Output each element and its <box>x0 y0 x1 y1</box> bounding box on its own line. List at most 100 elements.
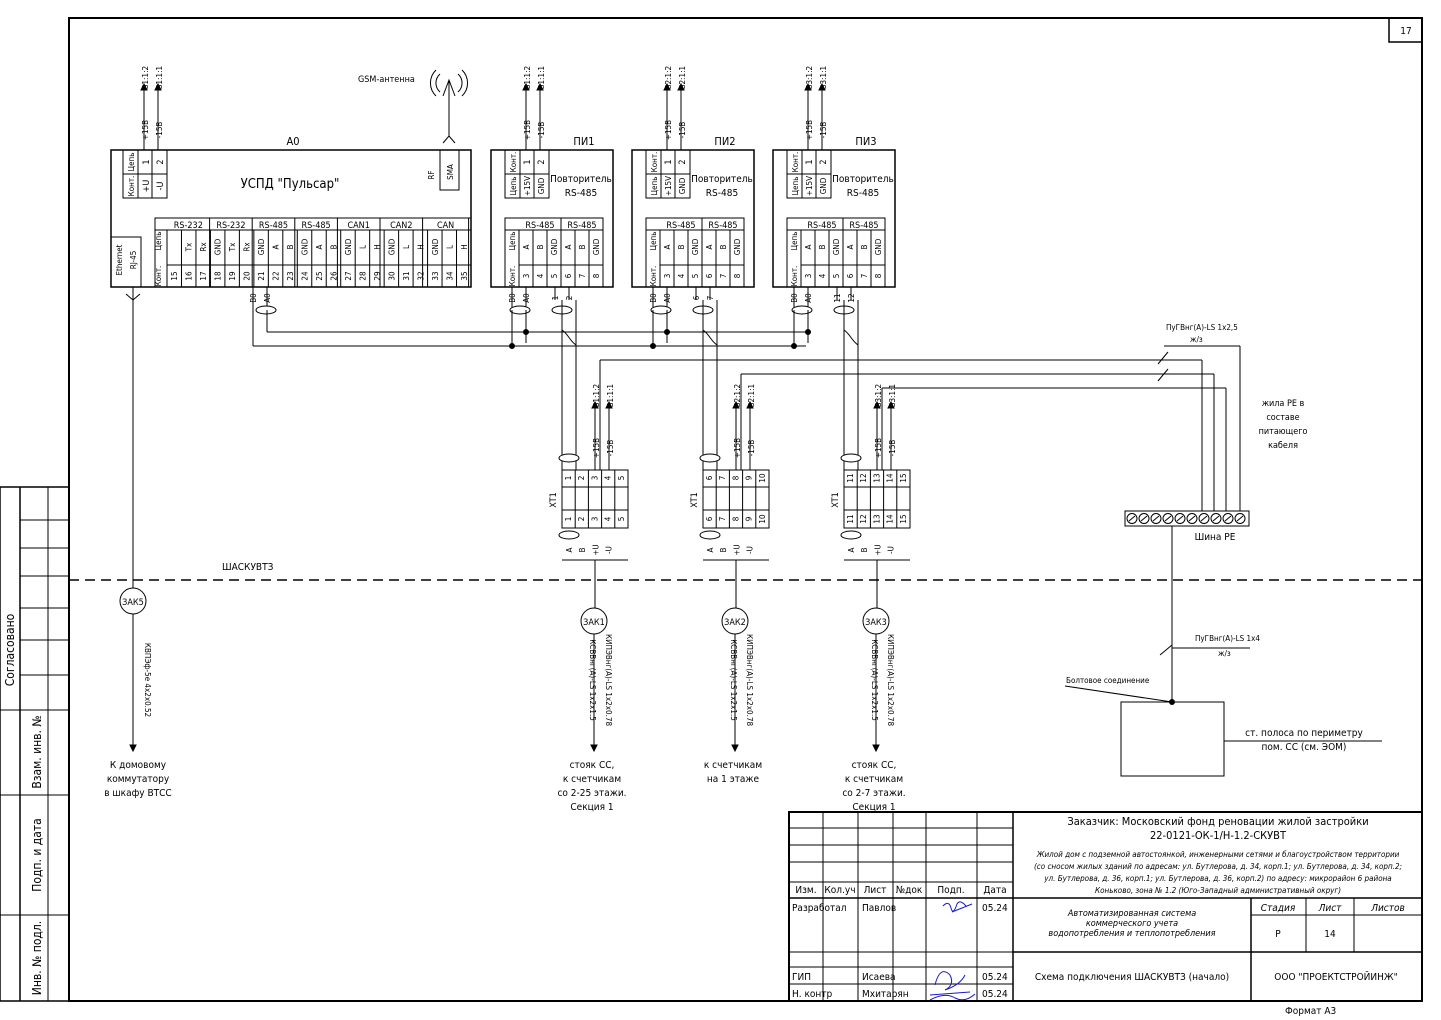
cable-destination: к счетчикам <box>704 760 762 771</box>
terminal-bottom-label: B <box>860 547 869 552</box>
iface-label: CAN2 <box>390 221 412 231</box>
bolt-slot <box>1200 515 1208 522</box>
terminal-number: 11 <box>846 473 855 482</box>
circuit-label: A <box>564 244 573 249</box>
bolt-label: Болтовое соединение <box>1066 676 1150 685</box>
repeater-power-contact: 1 <box>523 159 533 164</box>
cable-type-2: КСВВнг(А)-LS 1х2х1.5 <box>588 639 597 721</box>
circuit-label: GND <box>550 238 559 255</box>
terminal-power-mark: G3:1:2 <box>874 384 883 408</box>
circuit-label: GND <box>344 238 353 255</box>
a0-power-wire-label: +15В <box>141 120 150 140</box>
contact-number: 19 <box>228 271 237 281</box>
contact-number: 15 <box>170 271 179 280</box>
contact-number: 7 <box>578 274 587 279</box>
wire-label: 11 <box>833 293 842 302</box>
cable-destination: стояк СС, <box>570 760 615 771</box>
arrow-up-icon <box>522 82 530 91</box>
repeater-power-hdr: Цепь <box>509 177 518 196</box>
tb-date: 05.24 <box>982 903 1008 914</box>
signature-icon <box>929 993 976 1001</box>
arrow-up-icon <box>732 400 740 409</box>
terminal-number: 10 <box>758 473 767 483</box>
terminal-bottom-label: A <box>847 547 856 552</box>
contact-number: 25 <box>315 271 324 280</box>
bolt-slot <box>1176 515 1184 522</box>
shield-ellipse <box>840 530 862 540</box>
cable-id: ЗАК2 <box>724 618 746 628</box>
pe-core-label: кабеля <box>1268 440 1298 451</box>
arrow-up-icon <box>605 400 613 409</box>
a0-terminal-table <box>154 217 472 288</box>
twist-icon <box>843 329 859 346</box>
arrow-up-icon <box>677 82 685 91</box>
a0-ethernet-port <box>110 236 142 288</box>
circuit-label: A <box>272 244 281 249</box>
terminal-name: XT1 <box>690 492 700 507</box>
iface-label: RS-485 <box>567 221 596 231</box>
connector-icon <box>442 135 456 144</box>
wire-label: B0 <box>649 293 658 303</box>
shield-ellipse <box>509 305 531 315</box>
arrow-up-icon <box>536 82 544 91</box>
terminal-bottom-label: -U <box>746 546 755 554</box>
repeater-power-hdr: Цепь <box>650 177 659 196</box>
circuit-label: A <box>846 244 855 249</box>
cable-type-2: КСВВнг(А)-LS 1х2х1.5 <box>729 639 738 721</box>
cable-type: КВПЭф-5е 4х2х0.52 <box>143 643 152 717</box>
object-line: ул. Бутлерова, д. 36, корп.1; ул. Бутлер… <box>1043 874 1391 883</box>
arrow-up-icon <box>663 82 671 91</box>
contact-number: 18 <box>214 271 223 281</box>
repeater-power-wire-label: +15В <box>805 120 814 140</box>
contact-number: 22 <box>272 271 281 280</box>
shield-ellipse <box>840 453 862 463</box>
tb-date: 05.24 <box>982 972 1008 983</box>
bolt-icon <box>1234 513 1246 524</box>
bolt-icon <box>1150 513 1162 524</box>
bolt-icon <box>1126 513 1138 524</box>
wire-label: B0 <box>508 293 517 303</box>
contact-number: 33 <box>431 271 440 280</box>
contact-number: 3 <box>804 274 813 279</box>
terminal-number: 8 <box>731 516 740 521</box>
repeater-power-mark: G1:1:1 <box>537 66 546 90</box>
terminal-number: 14 <box>886 473 895 483</box>
cabinet-label: ШАСКУВТЗ <box>222 562 274 573</box>
wire-label: A0 <box>522 293 531 303</box>
repeater-power-mark: G1:1:2 <box>523 66 532 90</box>
wire-label: 6 <box>692 295 701 300</box>
bolt-icon <box>1186 513 1198 524</box>
terminal-number: 7 <box>718 517 727 522</box>
tb-date: 05.24 <box>982 989 1008 1000</box>
title-block <box>788 811 1423 1002</box>
side-stamp <box>0 486 70 1002</box>
terminal-power-mark: G3:1:1 <box>888 384 897 408</box>
tick-mark <box>1159 644 1173 656</box>
wire-label: A0 <box>663 293 672 303</box>
arrow-up-icon <box>818 82 826 91</box>
tb-name: Мхитарян <box>862 989 909 1000</box>
arrow-up-icon <box>140 82 148 91</box>
system-line: коммерческого учета <box>1086 919 1178 929</box>
terminal-number: 3 <box>590 517 599 522</box>
repeater-power-circuit: +15V <box>805 176 814 196</box>
circuit-label: Rx <box>199 242 208 252</box>
iface-label: RS-485 <box>708 221 737 231</box>
arrow-up-icon <box>887 400 895 409</box>
repeater-power-circuit: +15V <box>523 176 532 196</box>
circuit-label: GND <box>832 238 841 255</box>
contact-number: 5 <box>691 274 700 279</box>
repeater-title: Повторитель <box>832 174 894 185</box>
shield-ellipse <box>699 453 721 463</box>
a0-power-mark: G1:1:2 <box>141 66 150 90</box>
gsm-antenna-label: GSM-антенна <box>358 75 415 85</box>
tb-col-header: Кол.уч <box>824 885 855 896</box>
circuit-label: Tx <box>228 242 237 252</box>
bolt-icon <box>1198 513 1210 524</box>
circuit-label: A <box>804 244 813 249</box>
twist-icon <box>702 329 718 346</box>
contact-number: 31 <box>402 271 411 280</box>
repeater-power-hdr: Конт. <box>791 152 800 173</box>
terminal-number: 4 <box>604 516 613 521</box>
